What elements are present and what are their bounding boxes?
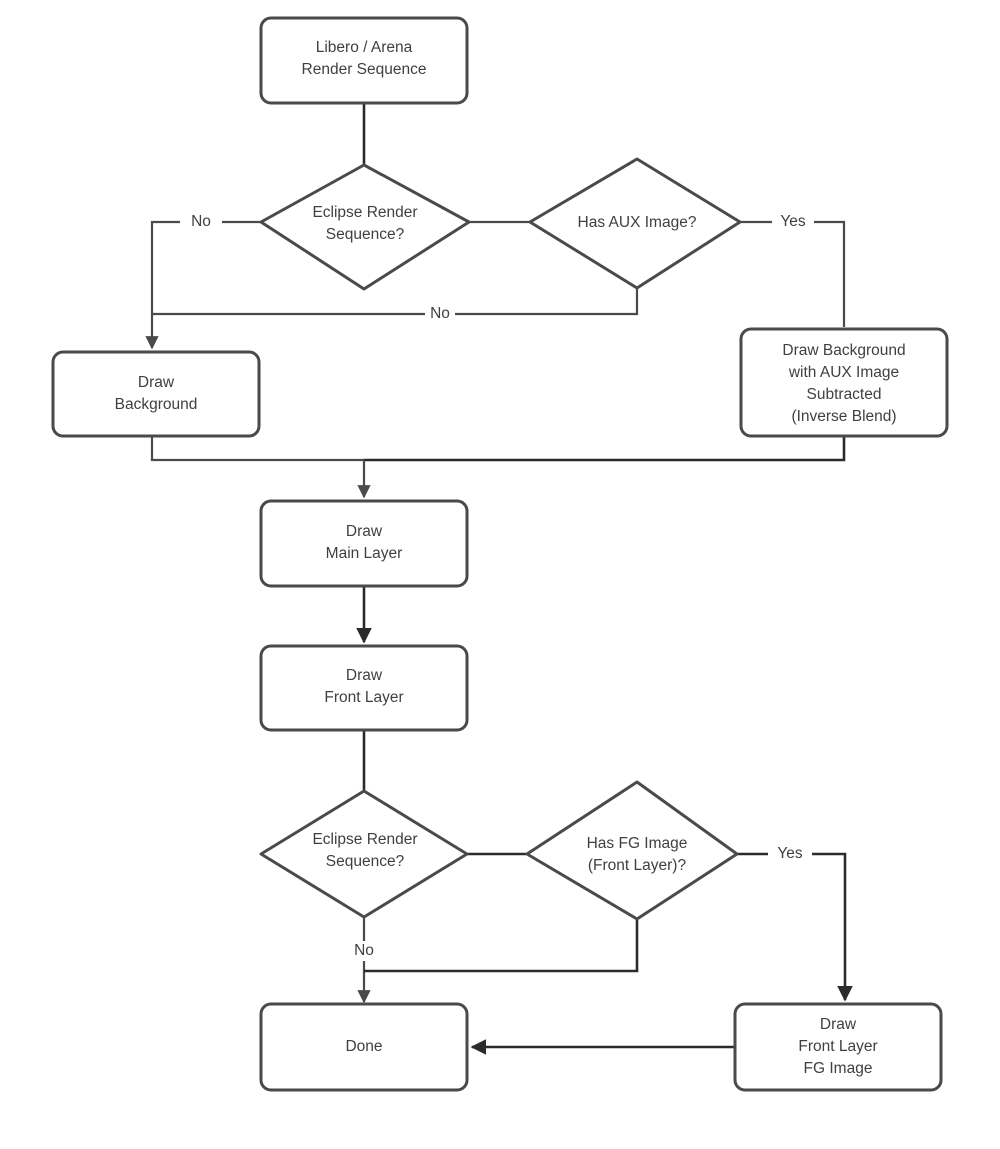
node-draw-main-layer-line1: Draw (346, 523, 383, 540)
node-eclipse-check-2[interactable]: Eclipse Render Sequence? (259, 789, 469, 919)
node-draw-front-layer-line1: Draw (346, 667, 383, 684)
node-has-aux-image[interactable]: Has AUX Image? (528, 157, 742, 290)
node-draw-background-line2: Background (115, 396, 198, 413)
node-eclipse-check-1[interactable]: Eclipse Render Sequence? (259, 163, 471, 291)
edge-label-eclipse2-no-top: No (354, 942, 374, 959)
edge-label-aux-no-top: No (430, 305, 450, 322)
node-has-fg-image[interactable]: Has FG Image (Front Layer)? (525, 780, 739, 921)
edge-label-aux-yes-top: Yes (780, 213, 806, 230)
node-done-shape[interactable] (259, 1002, 469, 1092)
node-start-line1: Libero / Arena (316, 39, 413, 56)
node-has-fg-image-line2: (Front Layer)? (588, 857, 687, 874)
node-eclipse-check-2-line1: Eclipse Render (312, 831, 417, 848)
node-draw-background-aux-line4: (Inverse Blend) (791, 408, 896, 425)
node-start[interactable]: Libero / Arena Render Sequence (259, 16, 469, 105)
node-has-aux-image-line1: Has AUX Image? (578, 214, 697, 231)
node-start-shape[interactable] (259, 16, 469, 105)
node-draw-main-layer-line2: Main Layer (326, 545, 403, 562)
node-start-line2: Render Sequence (302, 61, 427, 78)
node-done[interactable]: Done (259, 1002, 469, 1092)
node-draw-background-line1: Draw (138, 374, 175, 391)
node-draw-front-layer-line2: Front Layer (324, 689, 403, 706)
node-draw-front-layer-fg-line3: FG Image (804, 1060, 873, 1077)
node-draw-front-layer-shape[interactable] (259, 644, 469, 732)
node-draw-background-aux-line1: Draw Background (782, 342, 905, 359)
label-mask-aux-no (425, 304, 455, 324)
node-draw-front-layer-fg[interactable]: Draw Front Layer FG Image (733, 1002, 943, 1092)
node-draw-background-shape[interactable] (51, 350, 261, 438)
node-draw-main-layer[interactable]: Draw Main Layer (259, 499, 469, 588)
label-mask-eclipse2-no (350, 941, 380, 961)
edge-aux-yes-down (814, 220, 846, 327)
node-draw-background[interactable]: Draw Background (51, 350, 261, 438)
node-draw-front-layer[interactable]: Draw Front Layer (259, 644, 469, 732)
node-draw-main-layer-shape[interactable] (259, 499, 469, 588)
node-draw-background-aux-line2: with AUX Image (788, 364, 899, 381)
node-done-line1: Done (345, 1038, 382, 1055)
node-eclipse-check-1-shape[interactable] (259, 163, 471, 291)
node-has-fg-image-line1: Has FG Image (587, 835, 688, 852)
edge-background-to-merge (150, 436, 364, 462)
node-draw-background-aux-line3: Subtracted (807, 386, 882, 403)
edge-aux-no-to-background (152, 288, 639, 316)
node-eclipse-check-1-line2: Sequence? (326, 226, 405, 243)
label-mask-aux-yes (777, 212, 810, 232)
label-mask-eclipse1-no (186, 212, 216, 232)
node-has-aux-image-shape[interactable] (528, 157, 742, 290)
edge-label-eclipse1-no-top: No (191, 213, 211, 230)
edge-fg-yes-down (812, 852, 853, 1002)
label-mask-fg-yes (774, 844, 807, 864)
node-draw-background-aux[interactable]: Draw Background with AUX Image Subtracte… (739, 327, 949, 438)
node-eclipse-check-1-line1: Eclipse Render (312, 204, 417, 221)
edge-label-fg-yes-top: Yes (777, 845, 803, 862)
node-eclipse-check-2-shape[interactable] (259, 789, 469, 919)
node-draw-front-layer-fg-shape[interactable] (733, 1002, 943, 1092)
node-draw-front-layer-fg-line2: Front Layer (798, 1038, 877, 1055)
edge-fg-no-to-done (364, 919, 639, 973)
edge-background-aux-to-merge (364, 436, 846, 462)
node-eclipse-check-2-line2: Sequence? (326, 853, 405, 870)
node-draw-background-aux-shape[interactable] (739, 327, 949, 438)
edge-eclipse1-no-down (145, 220, 180, 350)
node-has-fg-image-shape[interactable] (525, 780, 739, 921)
node-draw-front-layer-fg-line1: Draw (820, 1016, 857, 1033)
